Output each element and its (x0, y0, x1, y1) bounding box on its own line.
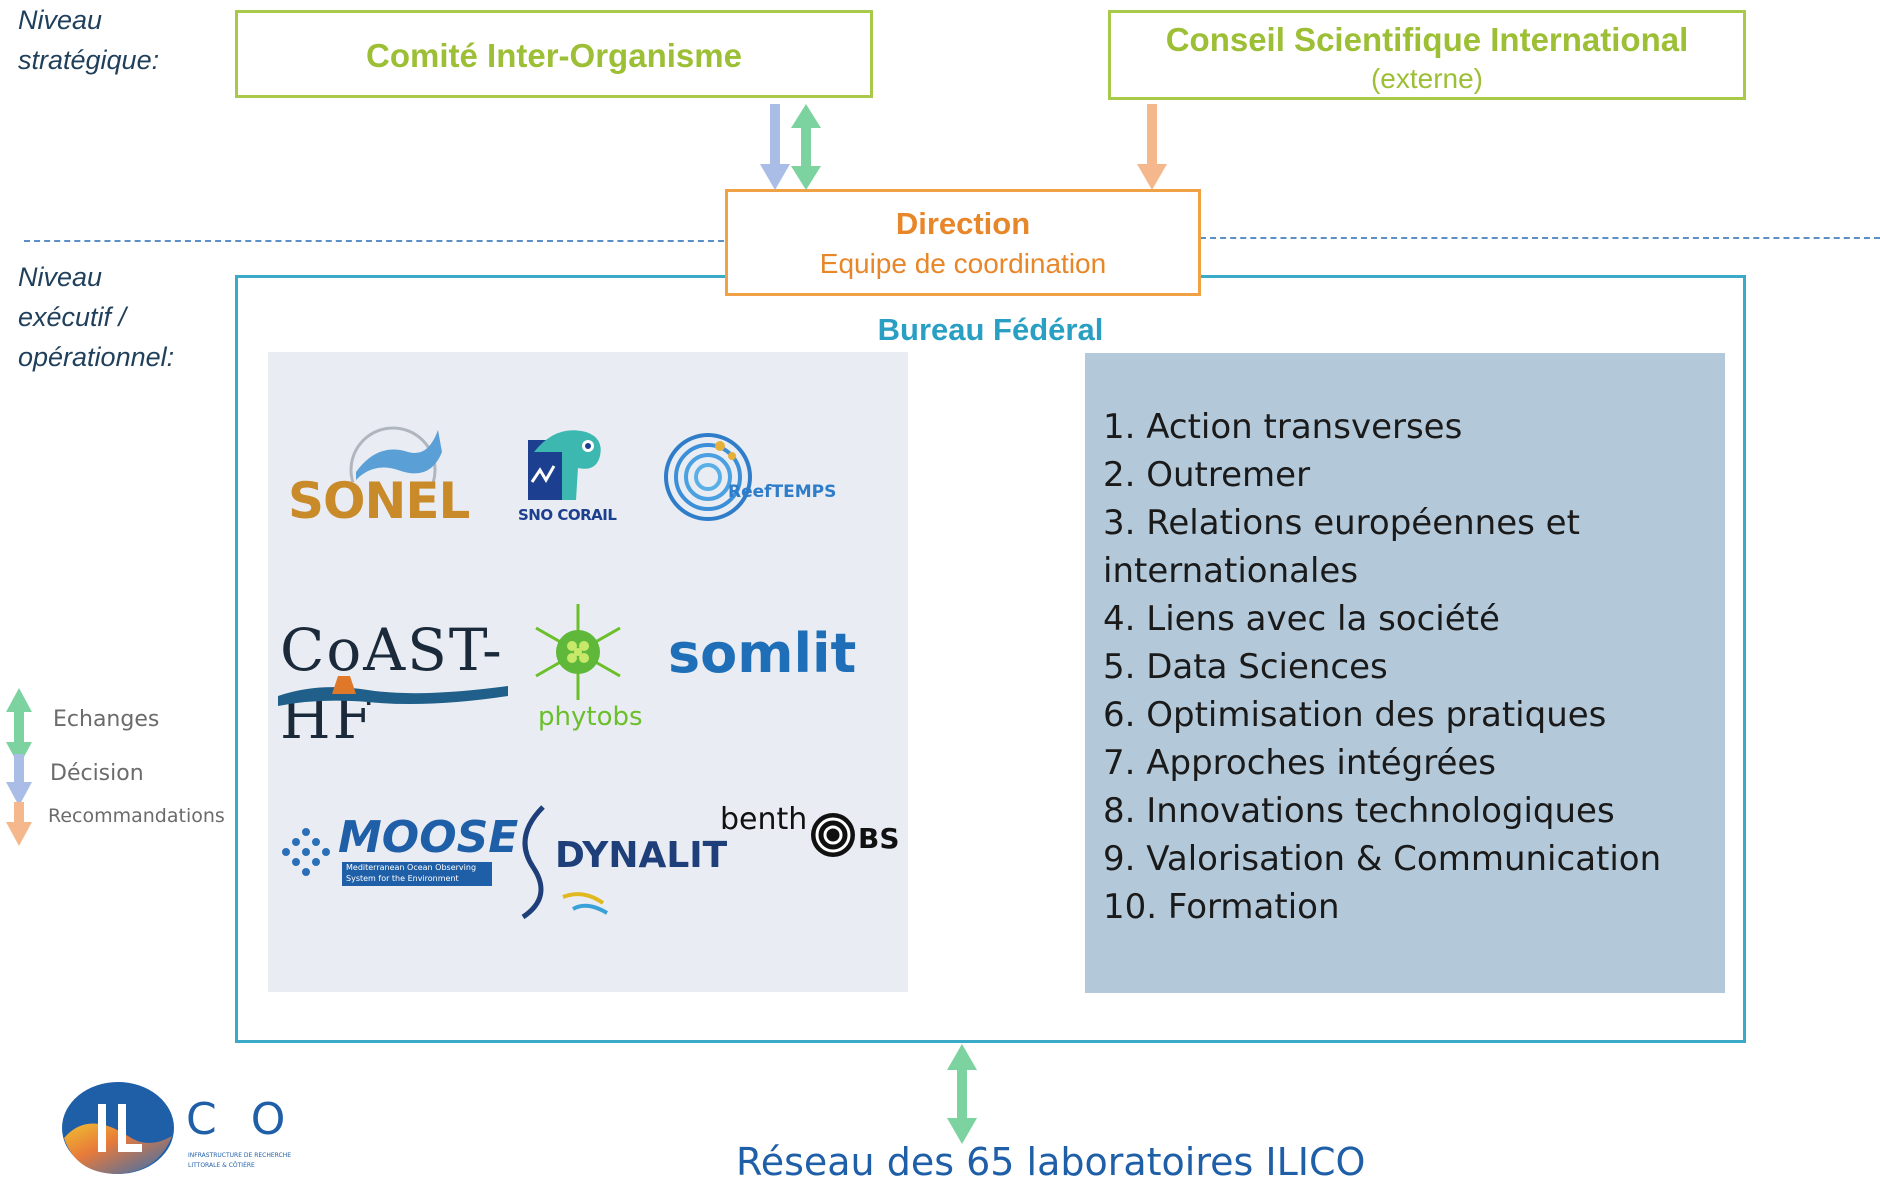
conseil-subtitle: (externe) (1370, 63, 1484, 94)
action-item: 10. Formation (1103, 887, 1340, 927)
action-item: 7. Approches intégrées (1103, 743, 1496, 783)
action-item: 3. Relations européennes et internationa… (1103, 503, 1580, 591)
somlit-logo: somlit (668, 622, 868, 702)
direction-subtitle: Equipe de coordination (819, 248, 1107, 279)
sno-corail-icon (528, 430, 601, 500)
direction-title: Direction (895, 206, 1031, 241)
coast-hf-wave-icon (278, 676, 508, 706)
moose-subtitle-line1: Mediterranean Ocean Observing (346, 863, 477, 872)
executive-level-label: Niveau exécutif / opérationnel: (18, 257, 174, 377)
dynalit-swirl-icon (521, 805, 609, 920)
executive-label-line1: Niveau (18, 262, 103, 292)
reeftemps-fingerprint-icon (664, 433, 752, 521)
moose-subtitle-band: Mediterranean Ocean Observing System for… (342, 862, 492, 886)
action-item: 2. Outremer (1103, 455, 1311, 495)
phytobs-icon (535, 604, 621, 700)
level-separator-left (24, 240, 724, 242)
dynalit-text: DYNALIT (555, 835, 728, 876)
sonel-wave-icon (349, 426, 442, 482)
strategic-level-label: Niveau stratégique: (18, 0, 159, 80)
coast-hf-logo: CoAST-HF (278, 614, 508, 752)
decision-arrow-comite (760, 104, 790, 190)
strategic-label-line2: stratégique: (18, 45, 160, 75)
ilico-logo: C O INFRASTRUCTURE DE RECHERCHE LITTORAL… (58, 1080, 328, 1176)
ilico-emblem-icon (62, 1082, 174, 1174)
level-separator-right (1200, 237, 1880, 239)
reeftemps-logo: ReefTEMPS (658, 422, 858, 532)
legend-decision-label: Décision (50, 761, 144, 786)
ilico-letters: C O (186, 1094, 296, 1145)
bureau-title: Bureau Fédéral (877, 312, 1104, 347)
legend-echanges-label: Echanges (53, 707, 160, 732)
comite-box: Comité Inter-Organisme (235, 10, 873, 98)
conseil-title: Conseil Scientifique International (1165, 21, 1689, 58)
benthobs-text-suffix: BS (858, 822, 900, 855)
ilico-tagline-1: INFRASTRUCTURE DE RECHERCHE (188, 1152, 292, 1159)
benthobs-logo: benth BS (720, 802, 910, 872)
executive-label-line2: exécutif / (18, 302, 127, 332)
benthobs-text-prefix: benth (720, 802, 808, 837)
action-item: 9. Valorisation & Communication (1103, 839, 1662, 879)
sno-corail-text: SNO CORAIL (518, 506, 617, 524)
action-item: 1. Action transverses (1103, 407, 1463, 447)
action-item: 4. Liens avec la société (1103, 599, 1500, 639)
exchange-arrow-comite (791, 104, 821, 190)
action-item: 8. Innovations technologiques (1103, 791, 1615, 831)
conseil-box: Conseil Scientifique International (exte… (1108, 10, 1746, 100)
transverse-actions-panel: 1. Action transverses 2. Outremer 3. Rel… (1085, 353, 1725, 993)
phytobs-text: phytobs (538, 702, 643, 732)
dynalit-logo: DYNALIT (503, 797, 733, 927)
phytobs-logo: phytobs (518, 602, 643, 732)
sonel-text: SONEL (288, 472, 470, 530)
ilico-tagline-2: LITTORALE & CÔTIÈRE (188, 1162, 255, 1169)
moose-subtitle-line2: System for the Environment (346, 874, 459, 883)
observatory-logos-panel: SONEL SNO CORAIL ReefTEMPS CoAST-HF (268, 352, 908, 992)
executive-label-line3: opérationnel: (18, 342, 175, 372)
strategic-label-line1: Niveau (18, 5, 103, 35)
legend-recommandations-label: Recommandations (48, 805, 225, 827)
direction-box: Direction Equipe de coordination (725, 189, 1201, 296)
recommendation-arrow-conseil (1137, 104, 1167, 190)
moose-dots-icon (282, 828, 330, 876)
actions-list: 1. Action transverses 2. Outremer 3. Rel… (1103, 403, 1707, 931)
somlit-text: somlit (668, 622, 857, 685)
moose-text: MOOSE (338, 812, 519, 863)
network-label: Réseau des 65 laboratoires ILICO (736, 1140, 1366, 1184)
sonel-logo: SONEL (288, 422, 488, 532)
legend-decision-icon (6, 754, 32, 806)
legend-recommendation-icon (6, 802, 32, 846)
action-item: 5. Data Sciences (1103, 647, 1388, 687)
reeftemps-text: ReefTEMPS (728, 482, 837, 502)
comite-title: Comité Inter-Organisme (366, 37, 742, 74)
moose-logo: MOOSE Mediterranean Ocean Observing Syst… (276, 812, 518, 892)
sno-corail-logo: SNO CORAIL (518, 422, 628, 532)
action-item: 6. Optimisation des pratiques (1103, 695, 1607, 735)
benthobs-globe-icon (811, 813, 855, 857)
exchange-arrow-network (947, 1044, 977, 1144)
